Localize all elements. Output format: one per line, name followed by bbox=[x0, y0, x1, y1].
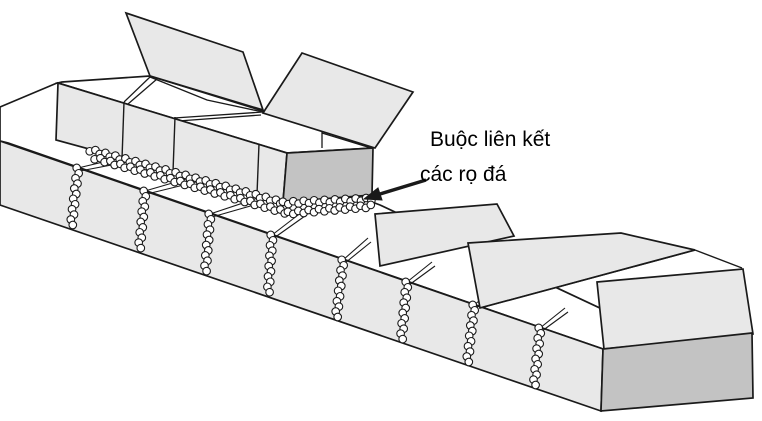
joint-lacing-6-spiral-wire bbox=[396, 277, 413, 344]
wall-seam-3 bbox=[256, 143, 260, 195]
joint-lacing-5-spiral-wire bbox=[331, 255, 349, 322]
joint-lacing-5-seam-a bbox=[342, 237, 369, 261]
base-lacing-run-2-spiral-wire bbox=[90, 153, 376, 219]
divider-1-b bbox=[127, 78, 158, 105]
joint-lacing-6-seam-a bbox=[406, 261, 433, 283]
joint-lacing-8-seam-a bbox=[539, 307, 566, 329]
joint-lacing-6-seam-b bbox=[408, 265, 436, 286]
joint-lacing-8-spiral-wire bbox=[529, 323, 546, 390]
upper-box-lid-right bbox=[261, 51, 415, 149]
divider-2-a bbox=[173, 111, 264, 119]
annotation-label: Buộc liên kết các rọ đá bbox=[420, 122, 550, 192]
end-box-lid bbox=[596, 268, 754, 350]
joint-lacing-3-spiral-wire bbox=[200, 209, 216, 276]
annotation-arrow-shaft bbox=[379, 178, 427, 196]
joint-lacing-5-seam-b bbox=[344, 241, 372, 264]
joint-lacing-8-seam-b bbox=[541, 311, 569, 332]
annotation-line-2: các rọ đá bbox=[420, 163, 507, 186]
joint-lacing-2-seam-a bbox=[144, 176, 194, 192]
upper-box-lid-left bbox=[124, 11, 265, 112]
flap-2-crease bbox=[479, 251, 689, 309]
joint-lacing-2-spiral-wire bbox=[134, 186, 151, 253]
annotation-arrow-head bbox=[362, 187, 383, 201]
joint-lacing-4-spiral-wire bbox=[263, 230, 278, 297]
annotation-line-1: Buộc liên kết bbox=[430, 128, 551, 151]
divider-2-b bbox=[177, 114, 262, 122]
end-box-end-face bbox=[600, 332, 754, 412]
joint-lacing-1-spiral-wire bbox=[66, 163, 84, 230]
joint-lacing-4-seam-b bbox=[273, 215, 306, 239]
flap-tip-link bbox=[694, 249, 743, 269]
base-lacing-run-1-spiral-wire bbox=[85, 145, 376, 209]
wall-seam-1 bbox=[121, 101, 125, 160]
joint-lacing-7-spiral-wire bbox=[462, 300, 480, 367]
wall-seam-2 bbox=[172, 116, 176, 173]
divider-3-c bbox=[321, 132, 372, 149]
row-lid-flap-1 bbox=[374, 203, 516, 268]
interior-rim-kink bbox=[149, 76, 264, 113]
upper-box-end-face bbox=[282, 147, 374, 203]
divider-1-a bbox=[123, 76, 151, 103]
